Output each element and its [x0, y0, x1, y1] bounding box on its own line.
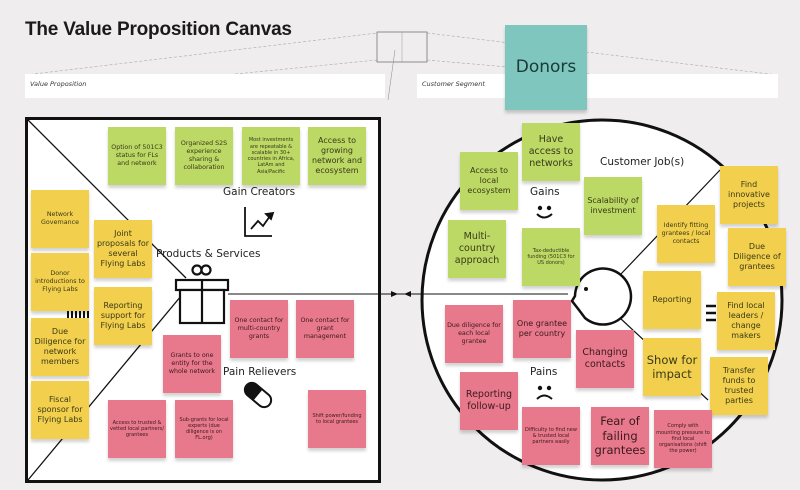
pains-note[interactable]: Changing contacts: [576, 330, 634, 388]
arrow-right-icon: [391, 291, 398, 297]
gain-creators-note[interactable]: Access to growing network and ecosystem: [308, 127, 366, 185]
products-services-note[interactable]: Due Diligence for network members: [31, 318, 89, 376]
products-services-note[interactable]: Network Governance: [31, 190, 89, 248]
pain-relievers-note[interactable]: Shift power/funding to local grantees: [308, 390, 366, 448]
products-services-note[interactable]: Donor introductions to Flying Labs: [31, 253, 89, 311]
products-services-label: Products & Services: [156, 248, 261, 260]
products-services-note[interactable]: Joint proposals for several Flying Labs: [94, 220, 152, 278]
customer-jobs-note[interactable]: Transfer funds to trusted parties: [710, 357, 768, 415]
pains-note[interactable]: Fear of failing grantees: [591, 407, 649, 465]
pain-relievers-note[interactable]: Grants to one entity for the whole netwo…: [163, 335, 221, 393]
pains-note[interactable]: Comply with mounting pressure to find lo…: [654, 410, 712, 468]
smile-icon: [536, 205, 553, 219]
pain-relievers-note[interactable]: One contact for grant management: [296, 300, 354, 358]
gains-note[interactable]: Have access to networks: [522, 123, 580, 181]
customer-jobs-note[interactable]: Identify fitting grantees / local contac…: [657, 205, 715, 263]
jobs-list-icon: [706, 304, 716, 322]
customer-jobs-note[interactable]: Due Diligence of grantees: [728, 228, 786, 286]
page-title: The Value Proposition Canvas: [25, 19, 292, 40]
pain-relievers-note[interactable]: Sub-grants for local experts (due dilige…: [175, 400, 233, 458]
gains-note[interactable]: Access to local ecosystem: [460, 152, 518, 210]
gain-creators-label: Gain Creators: [223, 186, 296, 198]
gains-note[interactable]: Scalability of investment: [584, 177, 642, 235]
pains-note[interactable]: Difficulty to find new & trusted local p…: [522, 407, 580, 465]
chart-growth-icon: [244, 207, 275, 237]
pain-relievers-note[interactable]: One contact for multi-country grants: [230, 300, 288, 358]
pains-label: Pains: [530, 366, 558, 378]
gift-icon: [174, 264, 230, 325]
donors-segment-note[interactable]: Donors: [505, 25, 587, 110]
head-icon: [570, 267, 633, 326]
customer-jobs-note[interactable]: Find local leaders / change makers: [717, 292, 775, 350]
pains-note[interactable]: Due diligence for each local grantee: [445, 305, 503, 363]
customer-jobs-note[interactable]: Find innovative projects: [720, 166, 778, 224]
gains-label: Gains: [530, 186, 560, 198]
customer-segment-banner: Customer Segment: [417, 74, 778, 98]
pains-note[interactable]: One grantee per country: [513, 300, 571, 358]
value-proposition-banner: Value Proposition: [25, 74, 385, 98]
gain-creators-note[interactable]: Option of 501C3 status for FLs and netwo…: [108, 127, 166, 185]
customer-jobs-note[interactable]: Reporting: [643, 271, 701, 329]
pain-relievers-note[interactable]: Access to trusted & vetted local partner…: [108, 400, 166, 458]
frown-icon: [536, 385, 553, 400]
gains-note[interactable]: Tax-deductible funding (501C3 for US don…: [522, 228, 580, 286]
value-proposition-label: Value Proposition: [30, 80, 87, 88]
arrow-left-icon: [404, 291, 411, 297]
products-services-note[interactable]: Reporting support for Flying Labs: [94, 287, 152, 345]
gains-note[interactable]: Multi-country approach: [448, 220, 506, 278]
customer-jobs-label: Customer Job(s): [600, 156, 685, 168]
pains-note[interactable]: Reporting follow-up: [460, 372, 518, 430]
products-services-note[interactable]: Fiscal sponsor for Flying Labs: [31, 381, 89, 439]
customer-segment-label: Customer Segment: [422, 80, 485, 88]
gain-creators-note[interactable]: Organized S2S experience sharing & colla…: [175, 127, 233, 185]
customer-jobs-note[interactable]: Show for impact: [643, 338, 701, 396]
gain-creators-note[interactable]: Most investments are repeatable & scalab…: [242, 127, 300, 185]
products-bars-icon: [67, 310, 89, 318]
pill-icon: [243, 381, 273, 409]
pain-relievers-label: Pain Relievers: [223, 366, 297, 378]
